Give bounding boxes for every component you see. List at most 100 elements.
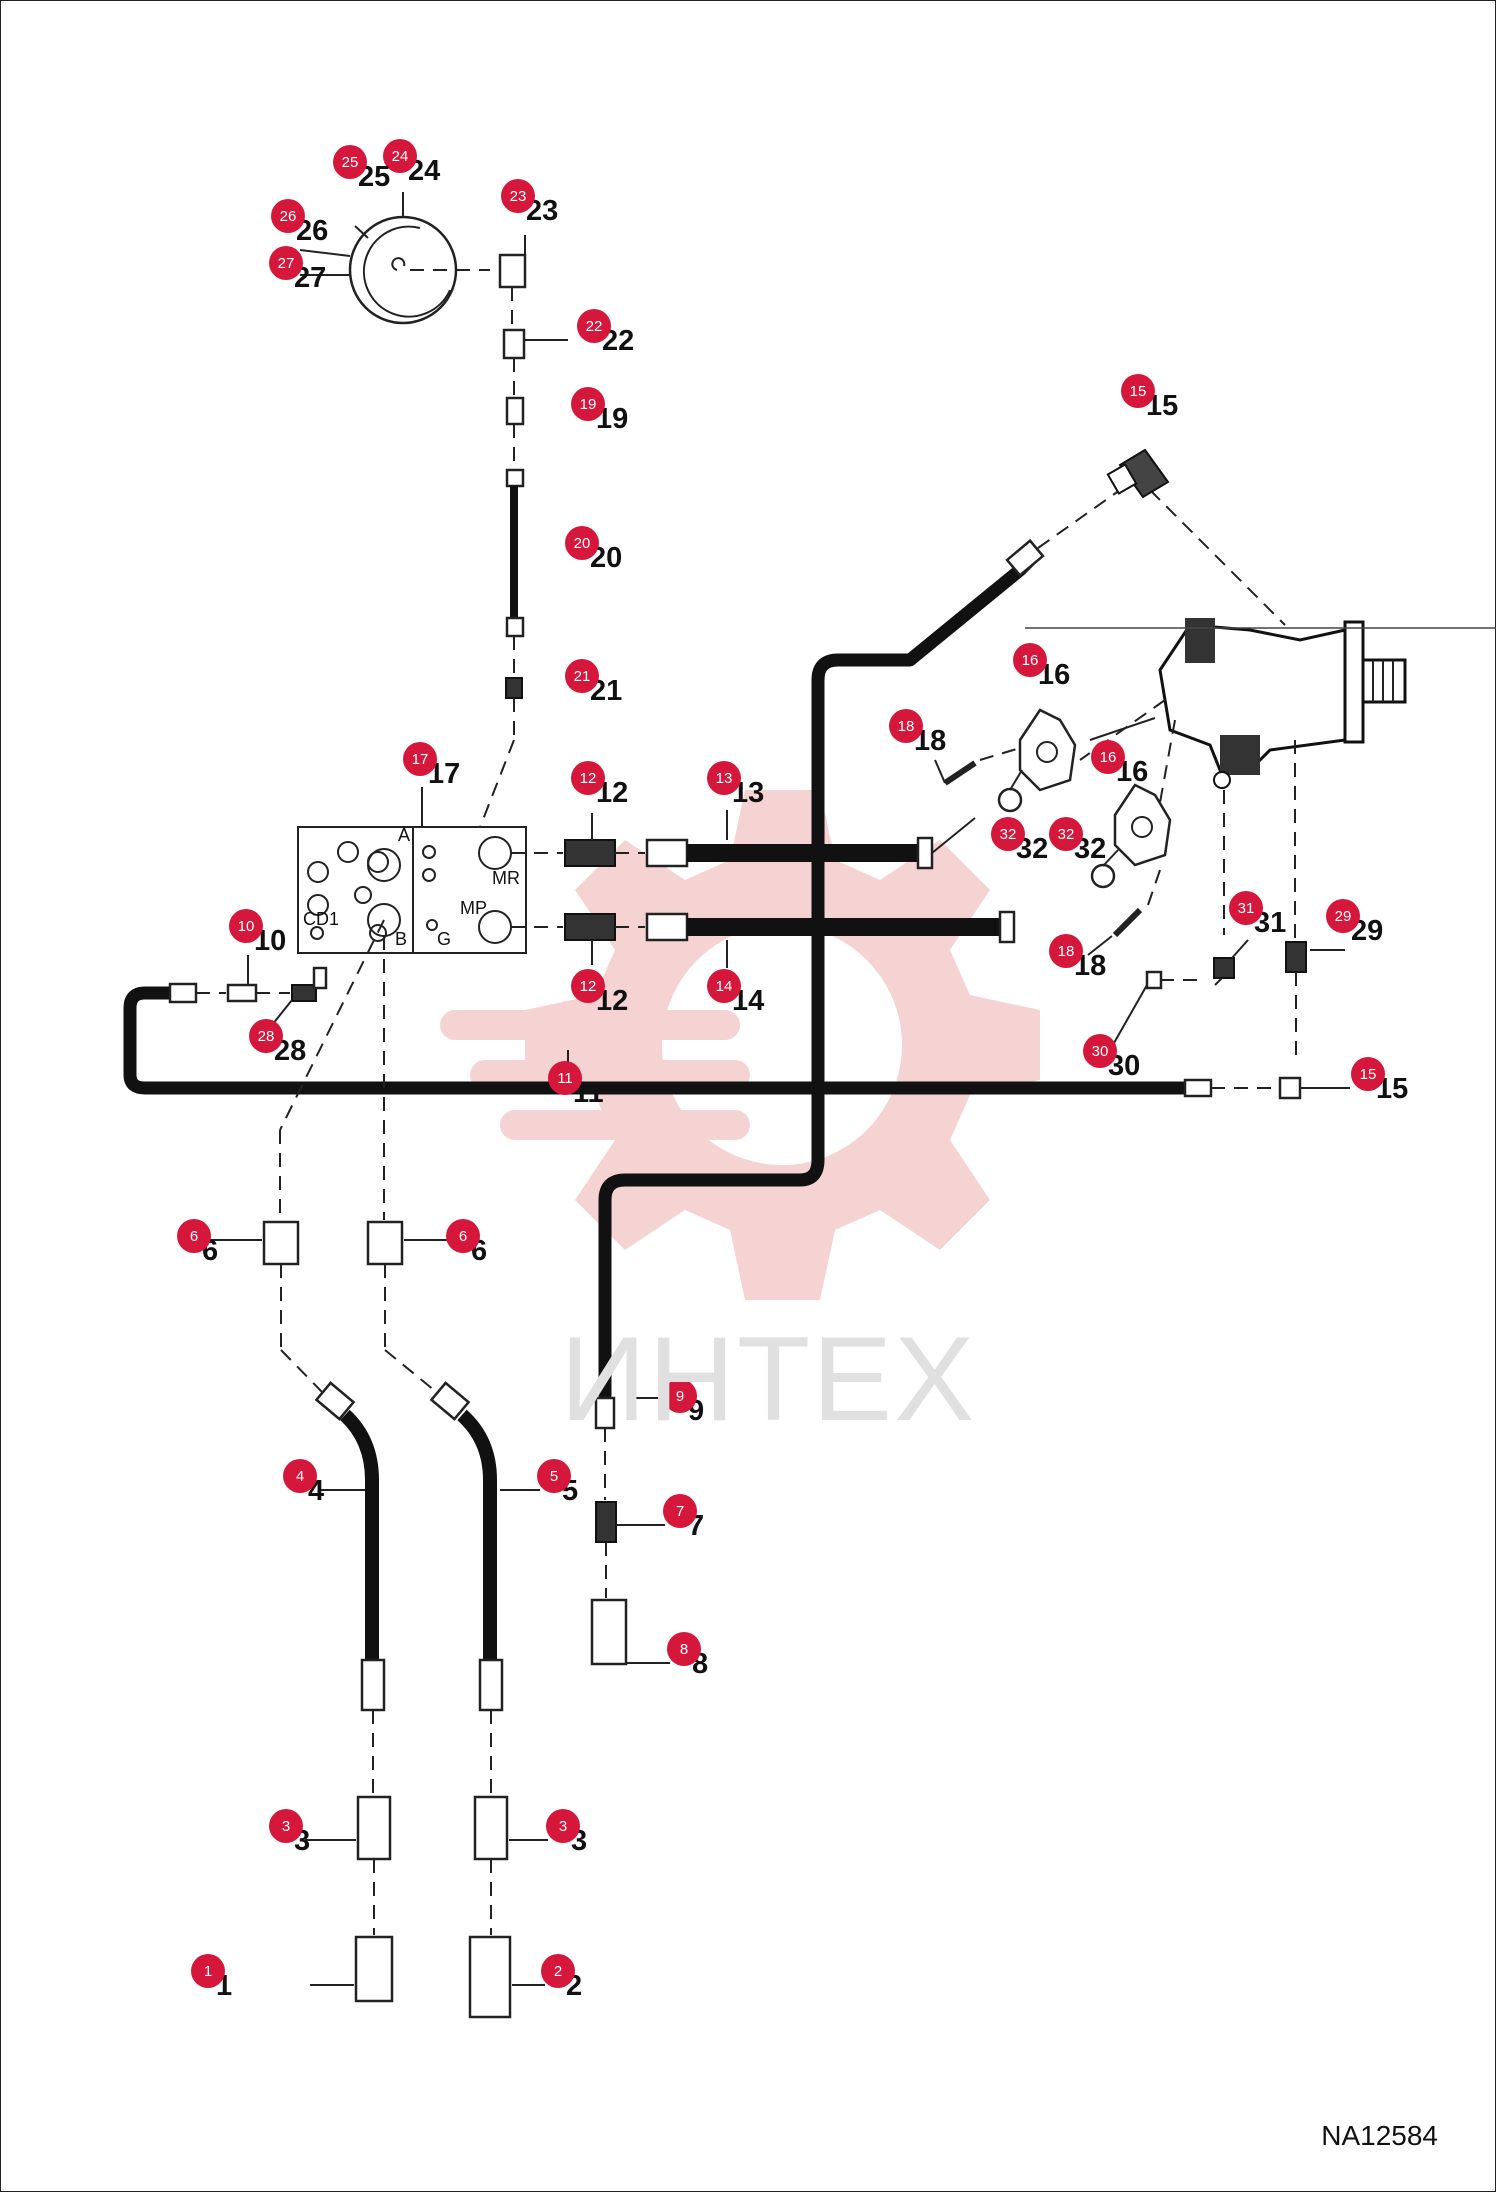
callout-balloon [571,969,605,1003]
callout-balloon [541,1954,575,1988]
callout-balloon-number: 6 [190,1228,198,1245]
callout-balloon [1013,643,1047,677]
callout-balloon [663,1379,697,1413]
callout-balloon-number: 31 [1238,900,1255,917]
callout-balloon [269,246,303,280]
callout-balloon-number: 13 [716,770,733,787]
callout-balloon-number: 3 [559,1818,567,1835]
callout-1: 11 [191,1954,232,2002]
callout-balloon [548,1061,582,1095]
callout-balloon-number: 11 [557,1070,573,1087]
callout-balloon-number: 8 [680,1641,688,1658]
callout-balloon-number: 30 [1092,1043,1109,1060]
callout-balloon-number: 16 [1022,652,1039,669]
callout-balloon [565,526,599,560]
callout-balloon [577,309,611,343]
callout-balloon [1229,891,1263,925]
callout-balloon [1049,934,1083,968]
callout-balloon-number: 6 [459,1228,467,1245]
callout-balloon-number: 32 [1058,826,1075,843]
callout-balloon-number: 3 [282,1818,290,1835]
callout-balloon-number: 29 [1335,908,1352,925]
callout-6: 66 [177,1219,218,1267]
callout-balloon-number: 32 [1000,826,1017,843]
callout-balloon [707,969,741,1003]
callout-balloon [1091,740,1125,774]
cd1-fittings [196,955,328,1031]
hydraulic-motor [1025,489,1496,940]
callout-3: 33 [546,1809,587,1857]
callout-balloon-number: 22 [586,318,603,335]
callout-balloon-number: 24 [392,148,409,165]
callout-balloon-number: 15 [1360,1066,1377,1083]
callout-balloon-number: 14 [716,978,733,995]
long-hoses [123,489,1350,1430]
port-mp-label: MP [460,898,487,918]
callout-balloon-number: 26 [280,208,297,225]
callout-balloon [546,1809,580,1843]
callout-balloon [177,1219,211,1253]
callout-8: 88 [667,1632,708,1680]
callout-balloon-number: 18 [1058,943,1075,960]
callout-7: 77 [663,1494,704,1542]
callout-balloon-number: 19 [580,396,597,413]
callout-balloon-number: 20 [574,535,591,552]
callout-balloon-number: 5 [550,1468,558,1485]
callout-4: 44 [283,1459,324,1507]
callout-balloon-number: 1 [204,1963,212,1980]
callout-balloon [1121,374,1155,408]
callout-6: 66 [446,1219,487,1267]
callout-balloon-number: 16 [1100,749,1117,766]
callout-balloon-number: 25 [342,154,359,171]
callout-balloon-number: 21 [574,668,591,685]
callout-balloon [383,139,417,173]
callout-balloon [889,709,923,743]
motor-flanges [934,708,1172,956]
work-port-lines [196,919,548,2019]
callout-balloon [283,1459,317,1493]
callout-5: 55 [537,1459,578,1507]
callout-balloon-number: 23 [510,188,527,205]
callout-balloon [249,1019,283,1053]
callout-balloon [1083,1034,1117,1068]
callout-balloon-number: 10 [238,918,255,935]
callout-9: 99 [663,1379,704,1427]
port-a-label: A [398,825,410,845]
callout-balloon-number: 12 [580,770,597,787]
port-mr-label: MR [492,868,520,888]
callout-balloon [663,1494,697,1528]
port-b-label: B [395,929,407,949]
watermark-text: ИНТЕХ [560,1312,977,1446]
watermark-logo [440,790,1040,1300]
callout-balloon-number: 27 [278,255,295,272]
gauge-line-fittings [439,235,568,931]
callout-balloon [1326,899,1360,933]
case-drain-fittings [590,1428,670,1666]
callout-balloon [571,761,605,795]
callout-balloon [991,817,1025,851]
callout-balloon [667,1632,701,1666]
callout-balloon [1049,817,1083,851]
motor-hoses [511,810,1016,968]
callout-balloon-number: 12 [580,978,597,995]
callout-balloon-number: 4 [296,1468,304,1485]
callout-balloon [571,387,605,421]
